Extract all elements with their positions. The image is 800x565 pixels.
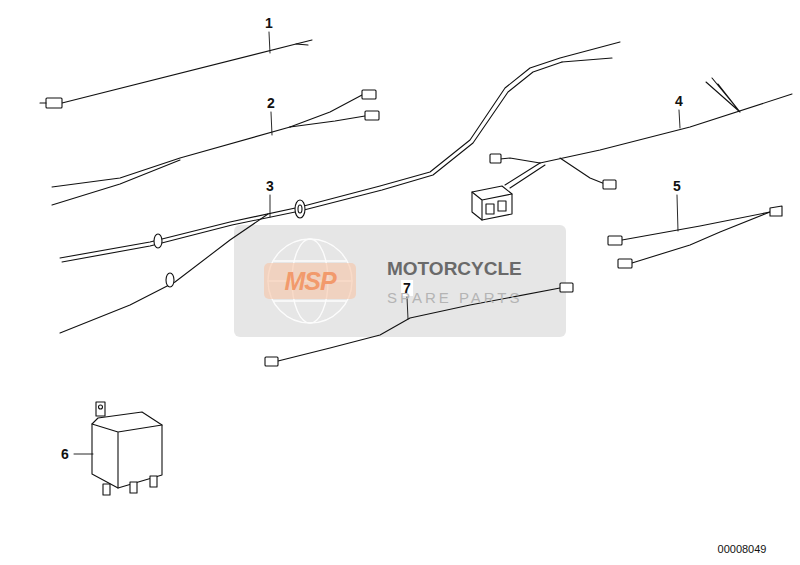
callout-number: 6 (59, 446, 71, 462)
relay-6 (92, 402, 162, 495)
callout-number: 4 (673, 93, 685, 109)
callout-number: 1 (263, 15, 275, 31)
watermark-badge (264, 263, 356, 299)
watermark-text: MOTORCYCLE (387, 259, 522, 278)
watermark-panel (234, 225, 566, 337)
wire-2 (52, 90, 379, 205)
wire-3 (60, 42, 620, 333)
leader-lines (74, 32, 680, 454)
callout-number: 5 (671, 178, 683, 194)
wire-7 (265, 283, 573, 366)
watermark-text: SPARE PARTS (387, 290, 523, 305)
callout-number: 2 (265, 95, 277, 111)
wire-5 (608, 206, 782, 268)
watermark-logo: MSP (284, 269, 335, 294)
wire-4 (472, 78, 792, 220)
drawing-number: 00008049 (718, 544, 767, 555)
callout-number: 3 (264, 178, 276, 194)
